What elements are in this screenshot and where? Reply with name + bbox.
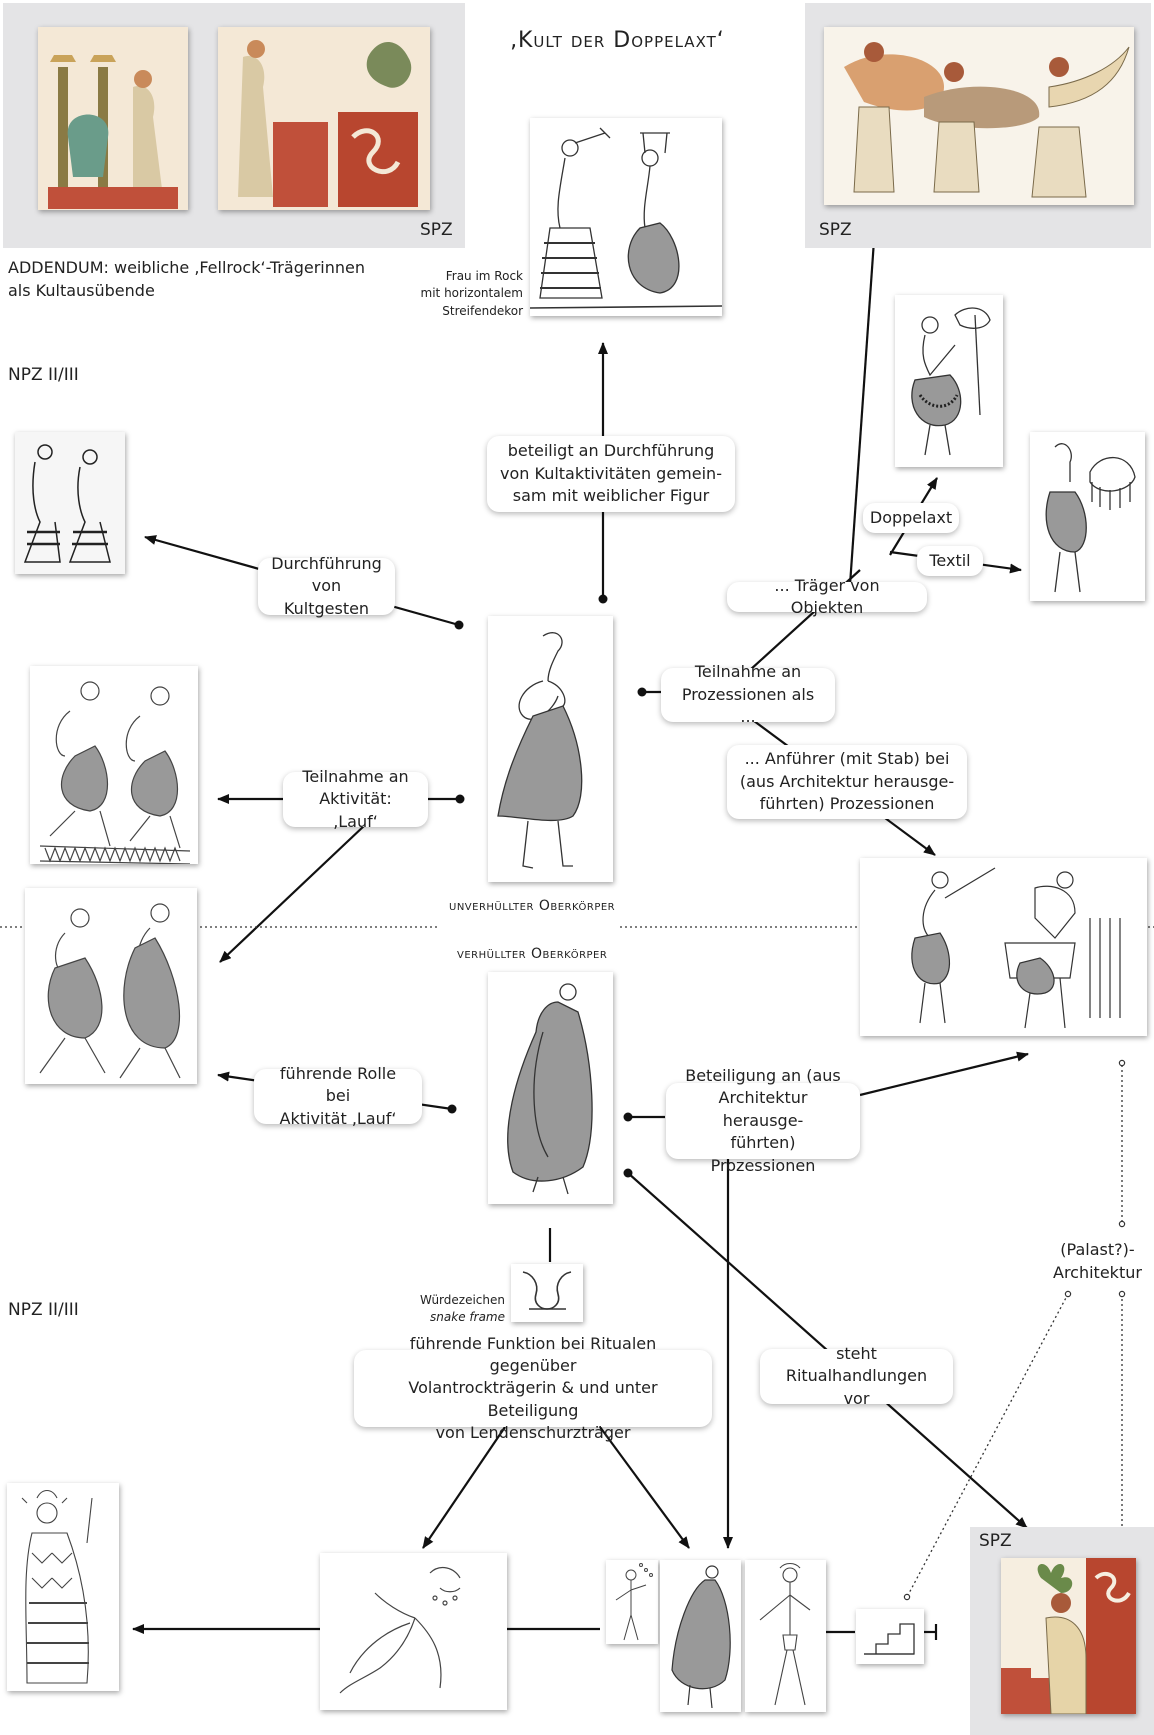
label-run-participation: Teilnahme an Aktivität: ‚Lauf‘ xyxy=(283,767,428,831)
label-cult-gestures: Durchführung von Kultgesten xyxy=(258,554,395,618)
running-figures-image-2 xyxy=(25,888,197,1084)
label-cult-participation: beteiligt an Durchführung von Kultaktivi… xyxy=(487,436,735,512)
veiled-torso-heading: verhüllter Oberkörper xyxy=(457,946,608,962)
label-procession-as: Teilnahme an Prozessionen als ... xyxy=(661,662,835,726)
label-double-axe: Doppelaxt xyxy=(863,503,959,533)
npz-label-upper: NPZ II/III xyxy=(8,365,79,385)
npz-label-lower: NPZ II/III xyxy=(8,1300,79,1320)
textile-bearer-figure xyxy=(1030,432,1145,601)
priestess-drawing xyxy=(7,1483,119,1691)
staff-leader-procession-image xyxy=(860,858,1147,1036)
veiled-torso-figure xyxy=(488,972,613,1204)
unveiled-torso-heading: unverhüllter Oberkörper xyxy=(449,898,616,914)
label-run-leading-role: führende Rolle bei Aktivität ‚Lauf‘ xyxy=(254,1064,422,1128)
stairs-architecture-icon xyxy=(856,1609,924,1664)
label-presides-rituals: steht Ritualhandlungen vor xyxy=(760,1344,953,1408)
spz-label: SPZ xyxy=(420,220,453,240)
fresco-offering-image xyxy=(218,27,430,210)
spz-label: SPZ xyxy=(979,1531,1012,1551)
ritual-loincloth-figure xyxy=(745,1560,826,1712)
snake-frame-label: snake frame xyxy=(430,1310,505,1324)
dignity-sign-label: Würdezeichen xyxy=(420,1293,505,1307)
ritual-figure-small xyxy=(606,1560,658,1644)
ritual-veiled-figure xyxy=(660,1560,741,1712)
spz-label: SPZ xyxy=(819,220,852,240)
addendum-note: ADDENDUM: weibliche ‚Fellrock‘-Trägerinn… xyxy=(8,258,365,301)
women-rock-drawing xyxy=(530,118,722,316)
fresco-altar-image xyxy=(38,27,188,210)
palace-architecture-label: (Palast?)- Architektur xyxy=(1053,1240,1142,1283)
label-leading-ritual-function: führende Funktion bei Ritualen gegenüber… xyxy=(354,1334,712,1442)
fresco-procession-image xyxy=(824,27,1134,205)
label-textile: Textil xyxy=(917,546,983,576)
label-procession-involvement: Beteiligung an (aus Architektur herausge… xyxy=(666,1066,860,1175)
rock-caption: Frau im Rock mit horizontalem Streifende… xyxy=(420,269,523,318)
diagram-title: ‚Kult der Doppelaxt‘ xyxy=(510,28,725,53)
snake-frame-icon xyxy=(511,1264,583,1322)
leaping-figure-drawing xyxy=(320,1553,507,1710)
unveiled-torso-figure xyxy=(488,616,613,882)
label-staff-leader: ... Anführer (mit Stab) bei (aus Archite… xyxy=(727,745,967,819)
fresco-architecture-image xyxy=(1001,1558,1136,1714)
label-object-bearer: ... Träger von Objekten xyxy=(727,576,927,617)
cult-gesture-figures-image xyxy=(15,432,125,574)
double-axe-bearer-figure xyxy=(895,295,1003,467)
running-figures-image-1 xyxy=(30,666,198,864)
